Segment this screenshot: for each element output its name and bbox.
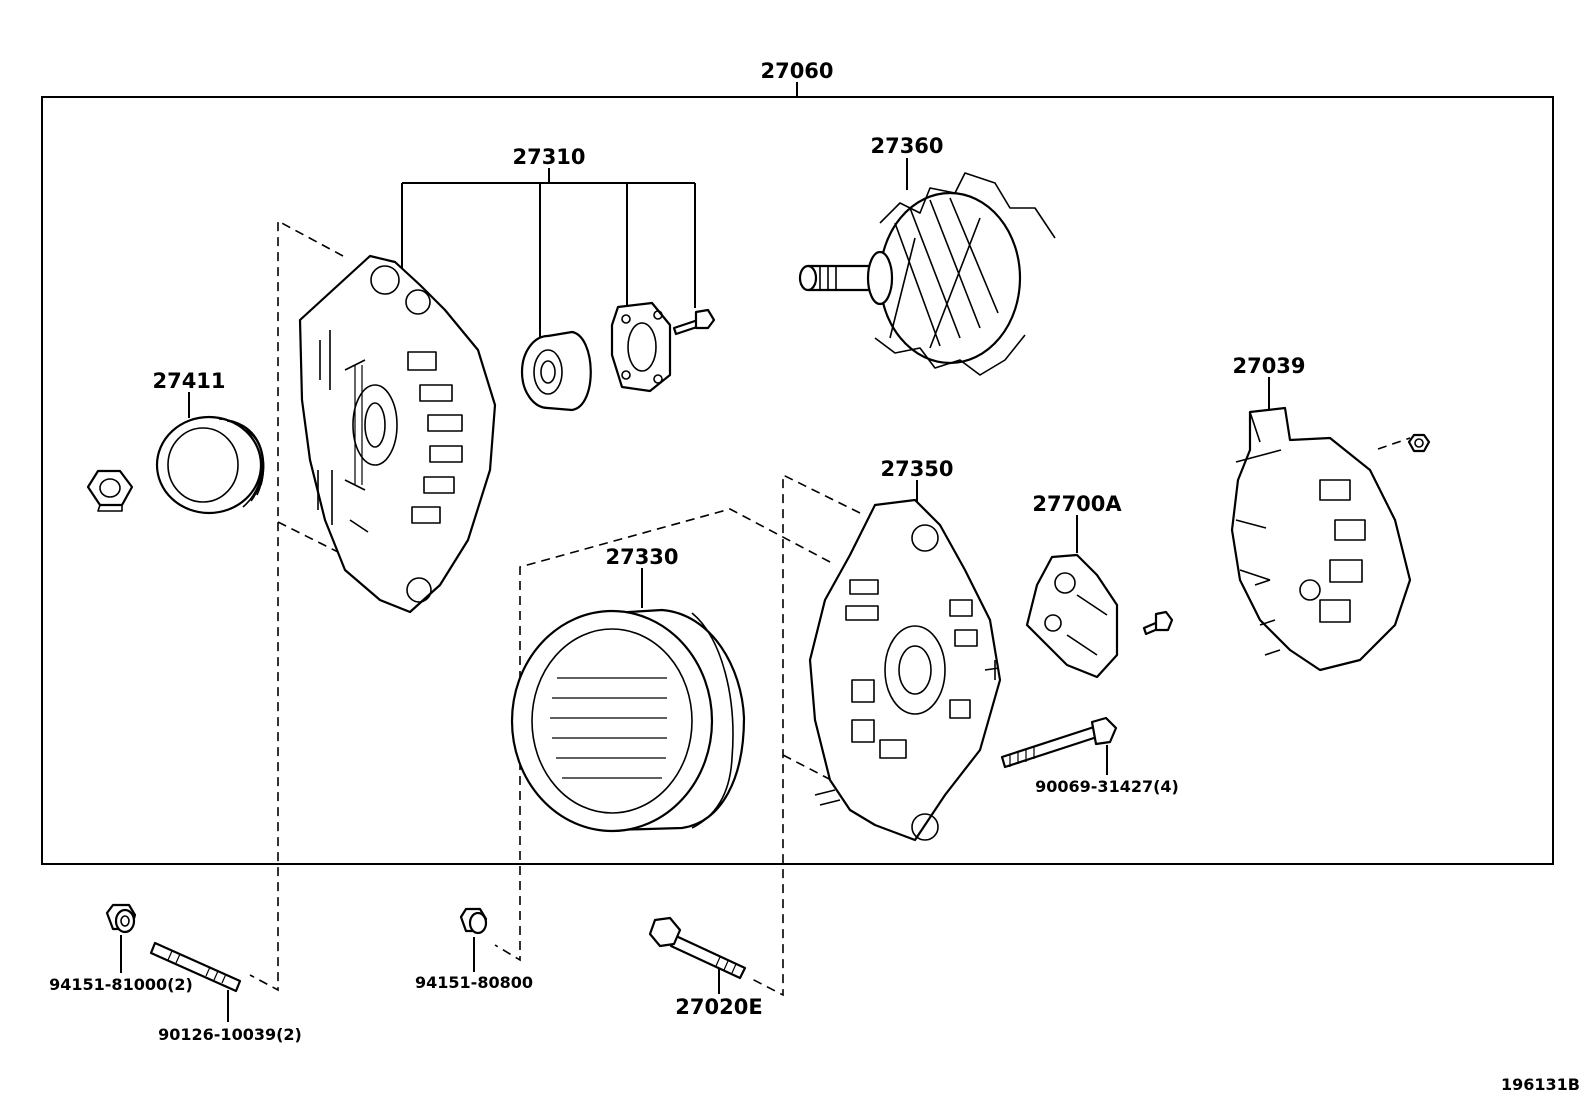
label-stud: 90126-10039(2) (158, 1025, 302, 1044)
label-regulator: 27700A (1032, 492, 1122, 516)
pulley-icon (155, 415, 265, 515)
label-rectifier-end-frame: 27350 (880, 457, 953, 481)
nut-icon (86, 469, 134, 512)
bolt-icon (1000, 716, 1118, 769)
label-pulley: 27411 (152, 369, 225, 393)
stator-icon (510, 608, 746, 833)
leader-lines (120, 158, 1270, 1022)
nut-icon (1407, 433, 1431, 453)
label-rotor: 27360 (870, 134, 943, 158)
label-drive-end-frame: 27310 (512, 145, 585, 169)
screw-icon (672, 308, 716, 336)
label-nut-mid: 94151-80800 (415, 973, 533, 992)
bolt-icon (648, 916, 747, 980)
stud-icon (149, 941, 242, 993)
plate-icon (610, 301, 672, 393)
label-nut-left: 94151-81000(2) (49, 975, 193, 994)
nut-icon (105, 903, 137, 934)
bearing-icon (520, 330, 592, 412)
label-stator: 27330 (605, 545, 678, 569)
part-labels: 27060 27310 27360 27411 27039 27350 2770… (49, 59, 1580, 1094)
label-rectifier-end-cover: 27039 (1232, 354, 1305, 378)
label-through-bolt: 90069-31427(4) (1035, 777, 1179, 796)
label-assembly: 27060 (760, 59, 833, 83)
rotor-icon (798, 172, 1056, 376)
figure-id: 196131B (1501, 1075, 1580, 1094)
label-bolt: 27020E (675, 995, 762, 1019)
screw-icon (1142, 610, 1174, 636)
nut-icon (459, 907, 488, 935)
frame-icon (808, 498, 1002, 842)
cover-icon (1230, 406, 1412, 672)
frame-icon (298, 254, 497, 614)
brush-holder-icon (1025, 553, 1119, 679)
